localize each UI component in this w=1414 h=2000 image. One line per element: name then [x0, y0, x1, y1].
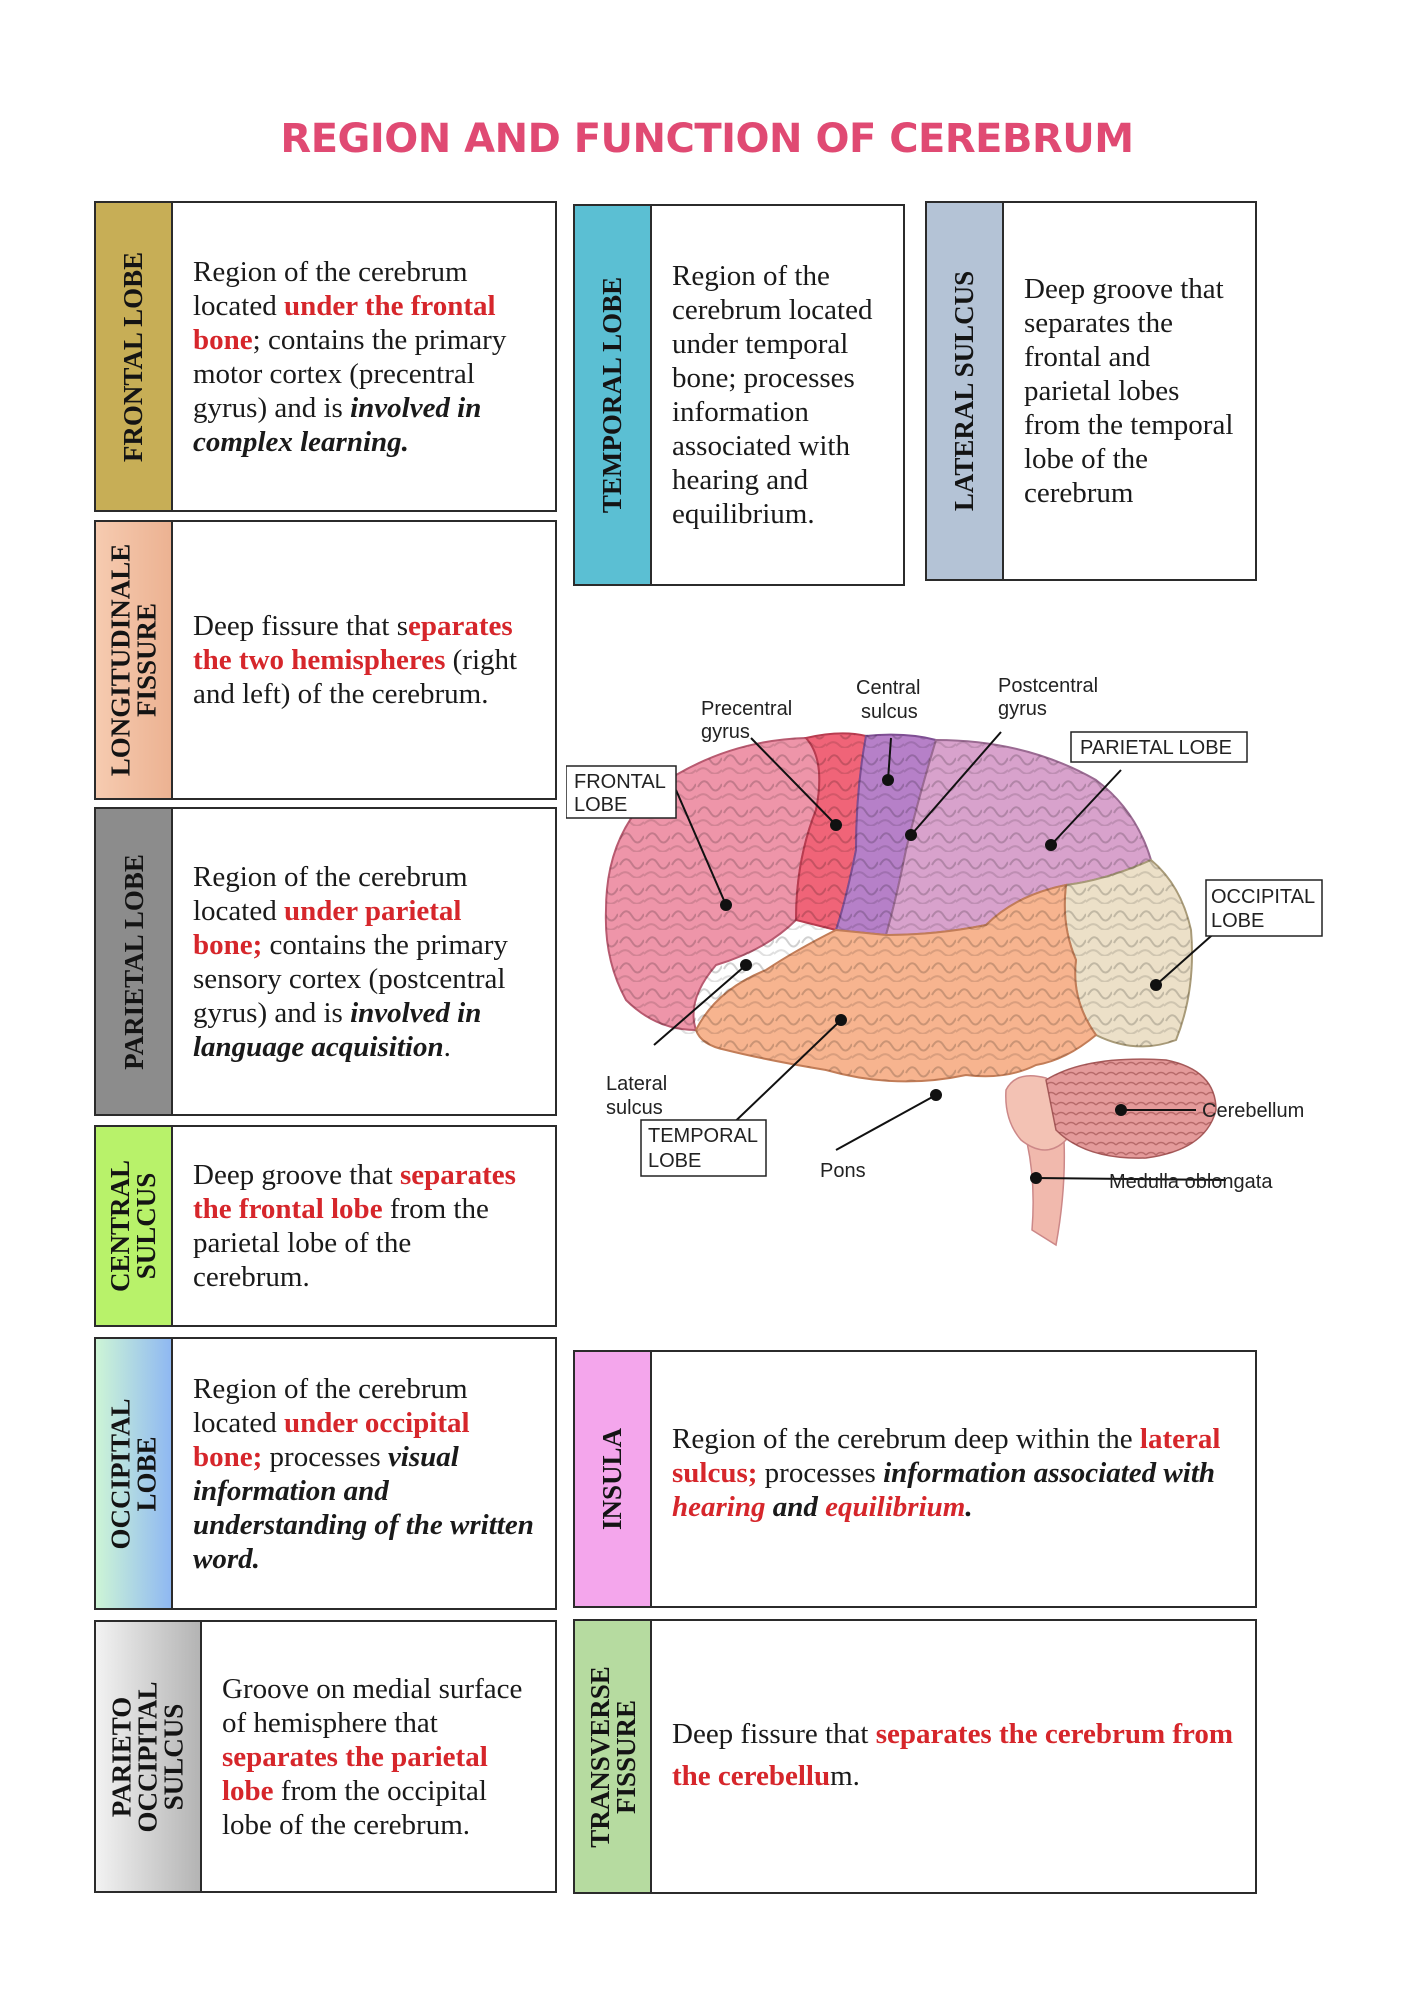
brain-diagram: Central sulcus Postcentral gyrus Precent… [566, 675, 1323, 1247]
frontal-lobe-description: Region of the cerebrum located under the… [193, 255, 507, 458]
frontal-lobe-card: FRONTAL LOBE Region of the cerebrum loca… [94, 201, 557, 512]
temporal-lobe-card: TEMPORAL LOBE Region of the cerebrum loc… [573, 204, 905, 586]
temporal-lobe-description: Region of the cerebrum located under tem… [672, 260, 873, 530]
insula-description: Region of the cerebrum deep within the l… [672, 1423, 1221, 1523]
temporal-lobe-label: TEMPORAL LOBE [597, 276, 628, 514]
frontal-lobe-label: FRONTAL LOBE [118, 251, 149, 462]
parietal-lobe-box [1070, 731, 1248, 763]
central-sulcus-description: Deep groove that separates the frontal l… [193, 1159, 516, 1293]
page-title: REGION AND FUNCTION OF CEREBRUM [280, 116, 1134, 162]
occipital-lobe-description: Region of the cerebrum located under occ… [193, 1372, 534, 1575]
svg-text:LOBE: LOBE [1211, 910, 1264, 932]
temporal-lobe-diagram-label: TEMPORAL [648, 1125, 758, 1147]
temporal-lobe-tab: TEMPORAL LOBE [575, 206, 652, 584]
lateral-sulcus-description: Deep groove that separates the frontal a… [1024, 273, 1234, 509]
lateral-sulcus-tab: LATERAL SULCUS [927, 203, 1004, 579]
cerebellum-diagram-label: Cerebellum [1202, 1100, 1304, 1122]
parietal-lobe-description: Region of the cerebrum located under par… [193, 860, 508, 1063]
lateral-sulcus-label: LATERAL SULCUS [949, 270, 980, 512]
svg-text:gyrus: gyrus [701, 721, 750, 743]
postcentral-gyrus-text: Postcentral [998, 675, 1098, 697]
central-sulcus-text: Central [856, 677, 920, 699]
frontal-lobe-tab: FRONTAL LOBE [96, 203, 173, 510]
svg-text:sulcus: sulcus [861, 701, 918, 723]
occipital-lobe-box [1205, 879, 1323, 937]
parieto-occipital-sulcus-description: Groove on medial surface of hemisphere t… [222, 1672, 523, 1841]
parietal-lobe-tab: PARIETAL LOBE [96, 809, 173, 1114]
svg-text:gyrus: gyrus [998, 698, 1047, 720]
frontal-lobe-diagram-label: FRONTAL [574, 771, 666, 793]
transverse-fissure-description: Deep fissure that separates the cerebrum… [672, 1718, 1234, 1792]
svg-text:LOBE: LOBE [574, 794, 627, 816]
lateral-sulcus-card: LATERAL SULCUS Deep groove that separate… [925, 201, 1257, 581]
precentral-gyrus-text: Precentral [701, 698, 792, 720]
lateral-sulcus-diagram-label: Lateral [606, 1073, 667, 1095]
insula-tab: INSULA [575, 1352, 652, 1606]
frontal-lobe-box [566, 765, 677, 819]
parietal-lobe-label: PARIETAL LOBE [118, 853, 149, 1070]
medulla-oblongata-shape [1025, 1137, 1066, 1247]
insula-card: INSULA Region of the cerebrum deep withi… [573, 1350, 1257, 1608]
insula-label: INSULA [597, 1427, 628, 1531]
longitudinal-fissure-description: Deep fissure that separates the two hemi… [193, 610, 518, 710]
temporal-lobe-box [640, 1119, 767, 1177]
svg-text:sulcus: sulcus [606, 1097, 663, 1119]
parietal-lobe-card: PARIETAL LOBE Region of the cerebrum loc… [94, 807, 557, 1116]
parietal-lobe-diagram-label: PARIETAL LOBE [1080, 737, 1232, 759]
svg-text:LOBE: LOBE [648, 1150, 701, 1172]
pons-diagram-label: Pons [820, 1160, 866, 1182]
medulla-diagram-label: Medulla oblongata [1109, 1171, 1273, 1193]
occipital-lobe-diagram-label: OCCIPITAL [1211, 886, 1315, 908]
